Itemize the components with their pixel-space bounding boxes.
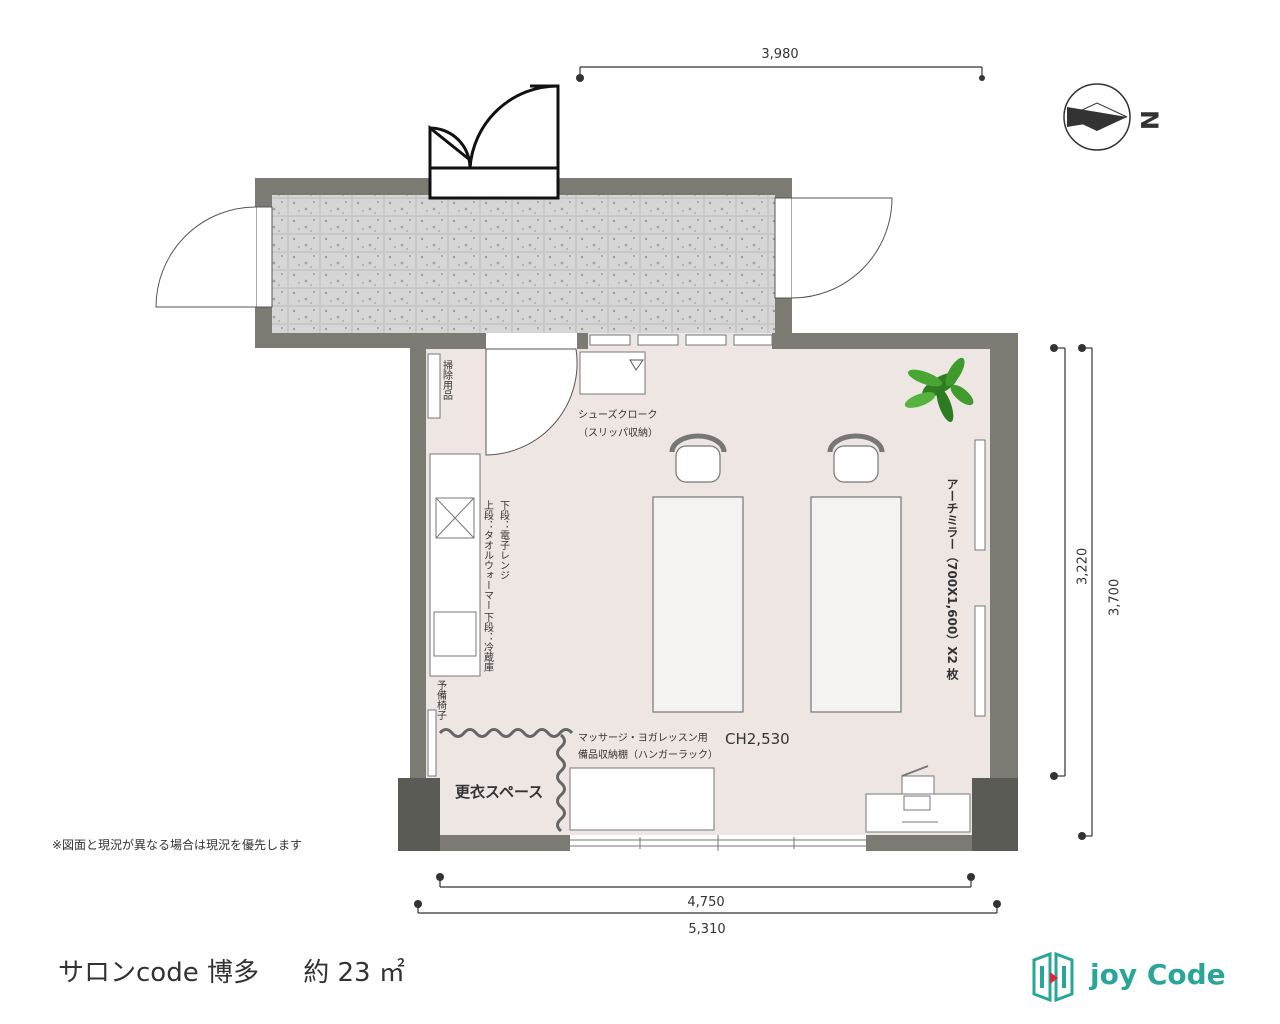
top-dimension-label: 3,980: [761, 47, 798, 62]
chair-icon: [827, 433, 885, 483]
right-dimension-outer: 3,700: [1078, 344, 1123, 840]
storage-shelf-label-1: マッサージ・ヨガレッスン用: [578, 732, 708, 744]
shoe-cloak: シューズクローク （スリッパ収納）: [578, 351, 658, 439]
logo-mark-icon: [1032, 951, 1074, 1003]
arch-mirror-label: アーチミラー（700X1,600）X2 枚: [945, 478, 959, 681]
massage-bed: [810, 496, 902, 713]
north-label: N: [1135, 110, 1163, 130]
chair-icon: [669, 433, 727, 483]
outer-height-label: 3,700: [1108, 579, 1123, 616]
shoe-cloak-label-1: シューズクローク: [578, 408, 658, 421]
salon-name: サロンcode 博多: [58, 958, 259, 988]
floor-area: 約 23 ㎡: [303, 958, 405, 988]
towel-warmer-label-1: 上段：タオルウォーマー: [482, 500, 494, 610]
right-entrance-door: [774, 197, 893, 299]
room-door: [485, 348, 578, 456]
shoe-cloak-label-2: （スリッパ収納）: [578, 426, 658, 439]
right-dimension-inner: 3,220: [1050, 344, 1091, 780]
inner-width-label: 4,750: [687, 895, 724, 910]
ceiling-height-label: CH2,530: [725, 730, 790, 748]
logo-text: joy Code: [1090, 958, 1226, 991]
bottom-dimension-inner: 4,750: [436, 873, 975, 910]
left-entrance-door: [155, 206, 273, 308]
footer-title: サロンcode 博多 約 23 ㎡: [58, 952, 405, 989]
inner-height-label: 3,220: [1076, 548, 1091, 585]
storage-shelf: マッサージ・ヨガレッスン用 備品収納棚（ハンガーラック） CH2,530: [569, 730, 790, 831]
desk: [865, 765, 971, 833]
storage-shelf-label-2: 備品収納棚（ハンガーラック）: [578, 748, 718, 761]
entrance-double-door: [428, 84, 560, 200]
fridge-label: 下段：冷蔵庫: [482, 612, 494, 673]
towel-warmer-cabinet: 上段：タオルウォーマー 下段：電子レンジ 下段：冷蔵庫: [429, 453, 510, 677]
top-dimension: 3,980: [576, 47, 985, 82]
outer-width-label: 5,310: [688, 922, 725, 937]
cleaning-supplies-label: 掃除用品: [441, 359, 453, 401]
spare-chair: 予備椅子: [427, 680, 447, 777]
compass-icon: N: [1063, 83, 1163, 151]
disclaimer-note: ※図面と現況が異なる場合は現況を優先します: [52, 838, 303, 852]
spare-chair-label: 予備椅子: [435, 680, 447, 720]
changing-space: 更衣スペース: [438, 728, 574, 833]
changing-space-label: 更衣スペース: [455, 783, 543, 801]
plant-icon: [904, 357, 974, 423]
towel-warmer-label-2: 下段：電子レンジ: [498, 500, 510, 580]
cleaning-supplies-shelf: 掃除用品: [427, 353, 453, 419]
brand-logo: joy Code: [1030, 951, 1240, 1003]
entrance-walls: [255, 178, 792, 348]
massage-bed: [652, 496, 744, 713]
bottom-dimension-outer: 5,310: [414, 900, 1001, 937]
arch-mirrors: アーチミラー（700X1,600）X2 枚: [945, 439, 986, 717]
